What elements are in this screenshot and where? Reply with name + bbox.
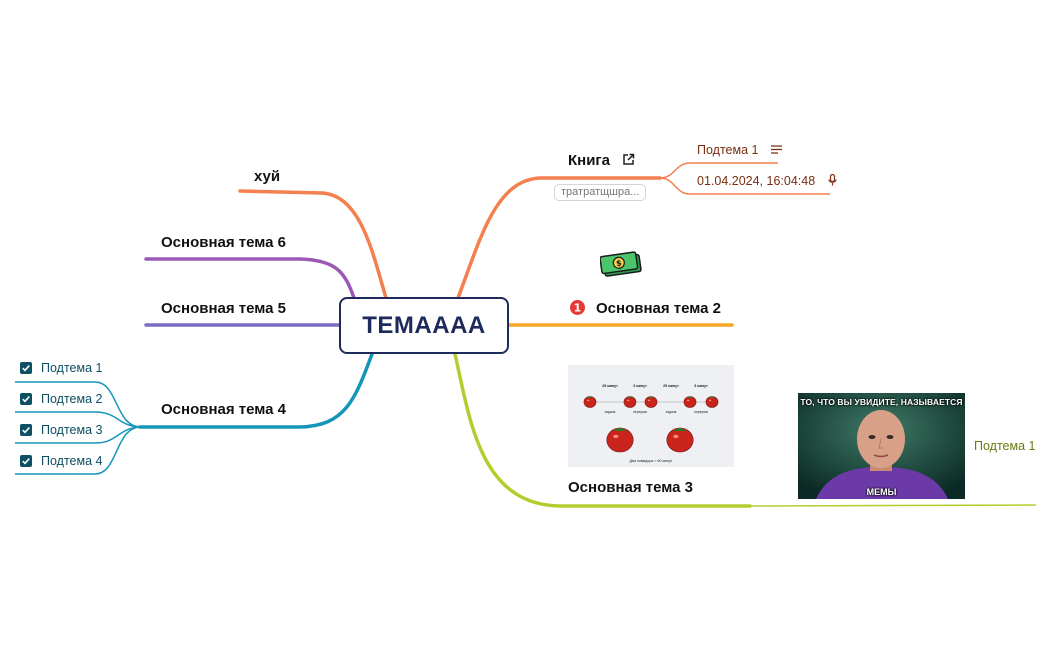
pomodoro-diagram: 25 минут 3 минут 25 минут 3 минут задача пере…	[583, 384, 719, 463]
branch-line-topic3	[453, 352, 752, 508]
pomodoro-row-label: 3 минут	[694, 384, 708, 388]
sub-line-kniga-1	[659, 162, 778, 179]
checkbox-checked-icon[interactable]	[20, 424, 32, 436]
branch-line-topic6	[144, 257, 356, 300]
sub-line-4-2	[15, 411, 141, 428]
topic-3[interactable]: Основная тема 3	[568, 479, 694, 496]
subtopic-label: Подтема 3	[41, 423, 103, 437]
pomodoro-task-label: перерыв	[694, 410, 708, 414]
central-topic[interactable]: ТЕМАААА	[339, 297, 509, 354]
kniga-subtopic-timestamp[interactable]: 01.04.2024, 16:04:48	[697, 173, 837, 189]
meme-caption-bottom: МЕМЫ	[866, 487, 897, 497]
checkbox-checked-icon[interactable]	[20, 455, 32, 467]
checkbox-checked-icon[interactable]	[20, 393, 32, 405]
topic-5[interactable]: Основная тема 5	[161, 300, 287, 317]
topic-kniga-label: Книга	[568, 152, 611, 169]
checkbox-checked-icon[interactable]	[20, 362, 32, 374]
topic4-subtopic-3[interactable]: Подтема 3	[20, 423, 102, 437]
small-tomato-icon	[683, 396, 697, 408]
topic-huy[interactable]: хуй	[254, 168, 281, 185]
meme-caption-top: ТО, ЧТО ВЫ УВИДИТЕ, НАЗЫВАЕТСЯ	[800, 397, 963, 407]
kniga-subtopic-1[interactable]: Подтема 1	[697, 143, 782, 157]
big-tomato-icon	[666, 427, 694, 453]
topic-2-label: Основная тема 2	[596, 300, 722, 317]
microphone-icon[interactable]	[828, 173, 837, 189]
topic3-subtopic-1[interactable]: Подтема 1	[974, 439, 1036, 453]
svg-text:$: $	[615, 258, 622, 268]
notes-lines-icon[interactable]	[770, 143, 782, 157]
topic-4[interactable]: Основная тема 4	[161, 401, 287, 418]
branch-line-kniga	[456, 176, 662, 300]
small-tomato-icon	[623, 396, 637, 408]
branch-line-topic4	[138, 352, 374, 429]
small-tomato-icon	[583, 396, 597, 408]
topic4-subtopic-4[interactable]: Подтема 4	[20, 454, 102, 468]
topic4-subtopic-2[interactable]: Подтема 2	[20, 392, 102, 406]
pomodoro-task-label: задача	[605, 410, 616, 414]
meme-image[interactable]: ТО, ЧТО ВЫ УВИДИТЕ, НАЗЫВАЕТСЯ МЕМЫ	[798, 393, 965, 499]
small-tomato-icon	[705, 396, 719, 408]
external-link-icon[interactable]	[622, 153, 635, 170]
branch-line-huy	[238, 189, 388, 300]
small-tomato-icon	[644, 396, 658, 408]
sub-line-4-1	[15, 381, 141, 428]
money-banknote-icon: $	[599, 251, 642, 282]
priority-1-icon[interactable]: 1	[570, 300, 585, 315]
meme-illustration	[798, 393, 965, 499]
timestamp-label: 01.04.2024, 16:04:48	[697, 174, 816, 188]
pomodoro-row-label: 25 минут	[663, 384, 679, 388]
sub-line-4-4	[15, 426, 141, 475]
pomodoro-row-label: 3 минут	[633, 384, 647, 388]
pomodoro-footer: Два помидора = 60 минут	[630, 459, 673, 463]
central-topic-label: ТЕМАААА	[362, 311, 486, 339]
topic-6[interactable]: Основная тема 6	[161, 234, 287, 251]
svg-text:1: 1	[574, 302, 582, 315]
topic4-subtopic-1[interactable]: Подтема 1	[20, 361, 102, 375]
note-preview-field[interactable]: тратратщшра...	[554, 184, 646, 201]
pomodoro-image[interactable]: 25 минут 3 минут 25 минут 3 минут задача пере…	[568, 365, 734, 467]
subtopic-label: Подтема 4	[41, 454, 103, 468]
subtopic-label: Подтема 1	[41, 361, 103, 375]
sub-line-kniga-2	[659, 177, 830, 195]
subtopic-label: Подтема 1	[697, 143, 759, 157]
pomodoro-row-label: 25 минут	[602, 384, 618, 388]
subtopic-label: Подтема 2	[41, 392, 103, 406]
big-tomato-icon	[606, 427, 634, 453]
pomodoro-task-label: перерыв	[633, 410, 647, 414]
topic-2[interactable]: 1 Основная тема 2	[570, 300, 721, 317]
sub-line-topic3	[749, 504, 1037, 507]
topic-kniga[interactable]: Книга	[568, 152, 635, 170]
pomodoro-task-label: задача	[666, 410, 677, 414]
